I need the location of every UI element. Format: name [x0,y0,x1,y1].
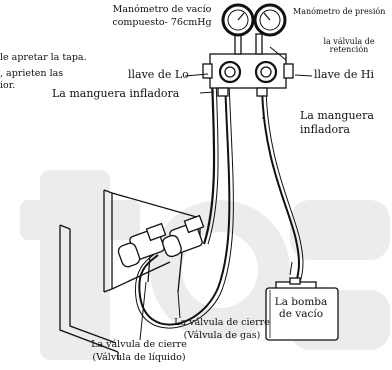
gas-valve-label-line2: (Válvula de gas) [183,329,261,341]
vacuum-gauge-label: Manómetro de vacío compuesto- 76cmHg [102,5,222,28]
vacuum-pump-label: La bomba de vacío [270,296,332,320]
manifold-gauge-set [202,33,294,97]
check-valve-label-line2: retención [329,45,369,55]
vacuum-gauge-label-line2: compuesto- 76cmHg [112,16,212,28]
check-valve-label: la válvula de retención [306,37,392,55]
hose-charge-left [138,79,231,326]
vacuum-gauge-label-line1: Manómetro de vacío [112,4,212,15]
charge-hose-right-label-line2: infladora [300,122,350,136]
gas-valve-label-line1: La válvula de cierre [174,317,270,328]
hose-charge-right [261,81,300,283]
low-valve-label: llave de Lo [128,68,189,81]
hose-low-side [202,77,216,245]
pressure-gauge-label: Manómetro de presión [293,7,386,16]
charge-hose-left-label: La manguera infladora [52,87,180,100]
gas-valve-label: La válvula de cierre (Válvula de gas) [166,318,278,341]
high-valve-label: llave de Hi [314,68,374,81]
vacuum-pump [265,277,339,341]
liquid-valve-label-line1: La válvula de cierre [91,339,187,350]
hose-charge-left-inner [134,79,234,329]
hose-low-side-inner [207,77,219,245]
hose-charge-right-inner [265,81,304,283]
vacuum-gauge [221,3,255,37]
instruction-line-2: , aprieten las [0,67,64,79]
instruction-line-1: le apretar la tapa. [0,52,87,63]
leader-lines [139,46,313,341]
service-valves [117,214,205,293]
liquid-valve-label: La válvula de cierre (Válvula de líquido… [84,340,194,363]
instruction-line-3: ior. [0,79,16,91]
charge-hose-right-label-line1: La manguera [300,109,374,122]
charge-hose-right-label: La manguera infladora [300,110,374,135]
pressure-gauge [253,3,287,37]
check-valve-label-line1: la válvula de [323,37,375,46]
instruction-text: le apretar la tapa. , aprieten las ior. [0,52,87,92]
vacuum-pump-label-line1: La bomba [274,296,328,308]
liquid-valve-label-line2: (Válvula de líquido) [92,351,186,363]
vacuum-pump-label-line2: de vacío [278,308,324,321]
